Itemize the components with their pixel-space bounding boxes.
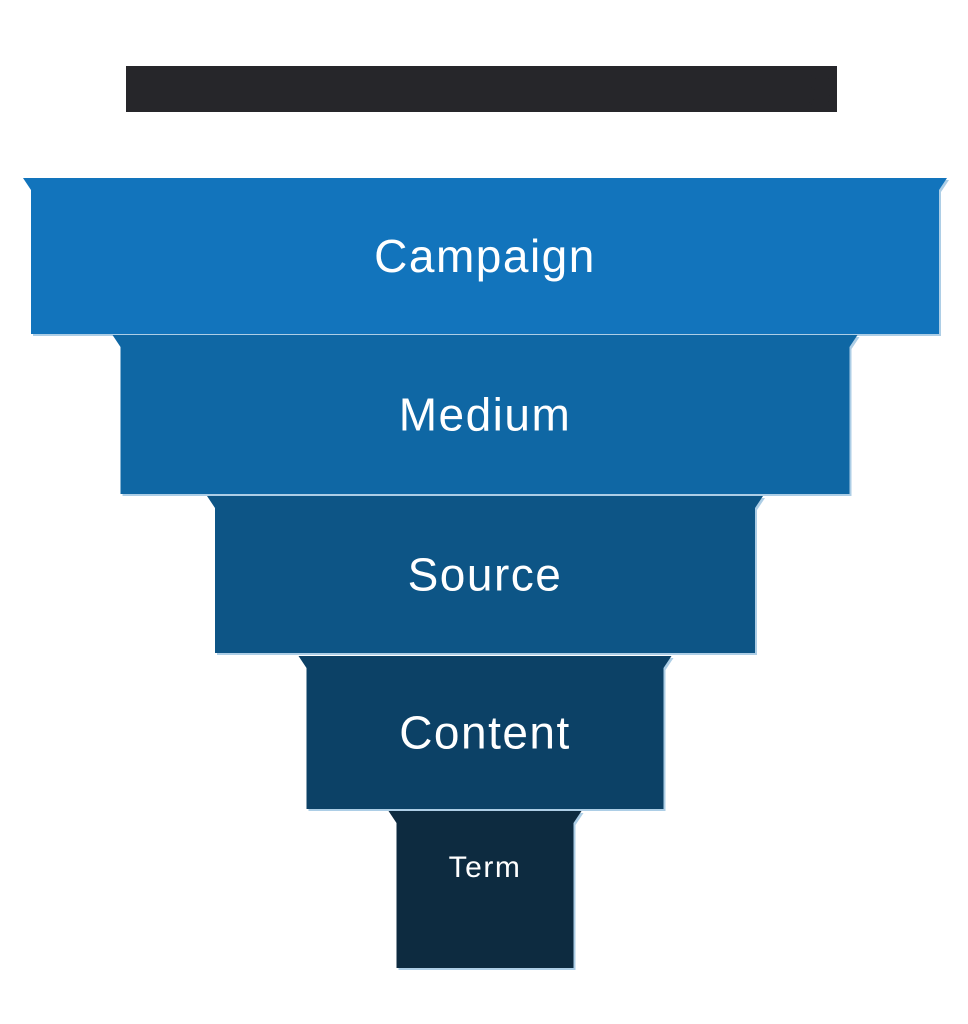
funnel-level-medium: Medium [112,335,858,494]
title-trailing-letter: s [806,49,838,121]
title-redacted-bar [126,66,837,112]
funnel-shape-content [298,656,672,809]
funnel-level-campaign: Campaign [23,178,947,334]
funnel-label-term: Term [449,851,522,884]
funnel-label-content: Content [399,707,571,759]
funnel-label-campaign: Campaign [374,230,596,282]
funnel-shape-source [207,496,763,653]
funnel-label-source: Source [408,549,563,601]
funnel-shape-campaign [23,178,947,334]
funnel-shape-medium [112,335,858,494]
funnel-label-medium: Medium [399,389,572,441]
funnel-level-source: Source [207,496,763,653]
funnel-level-content: Content [298,656,672,809]
funnel-level-term: Term [388,811,582,968]
funnel-shape-term [388,811,582,968]
